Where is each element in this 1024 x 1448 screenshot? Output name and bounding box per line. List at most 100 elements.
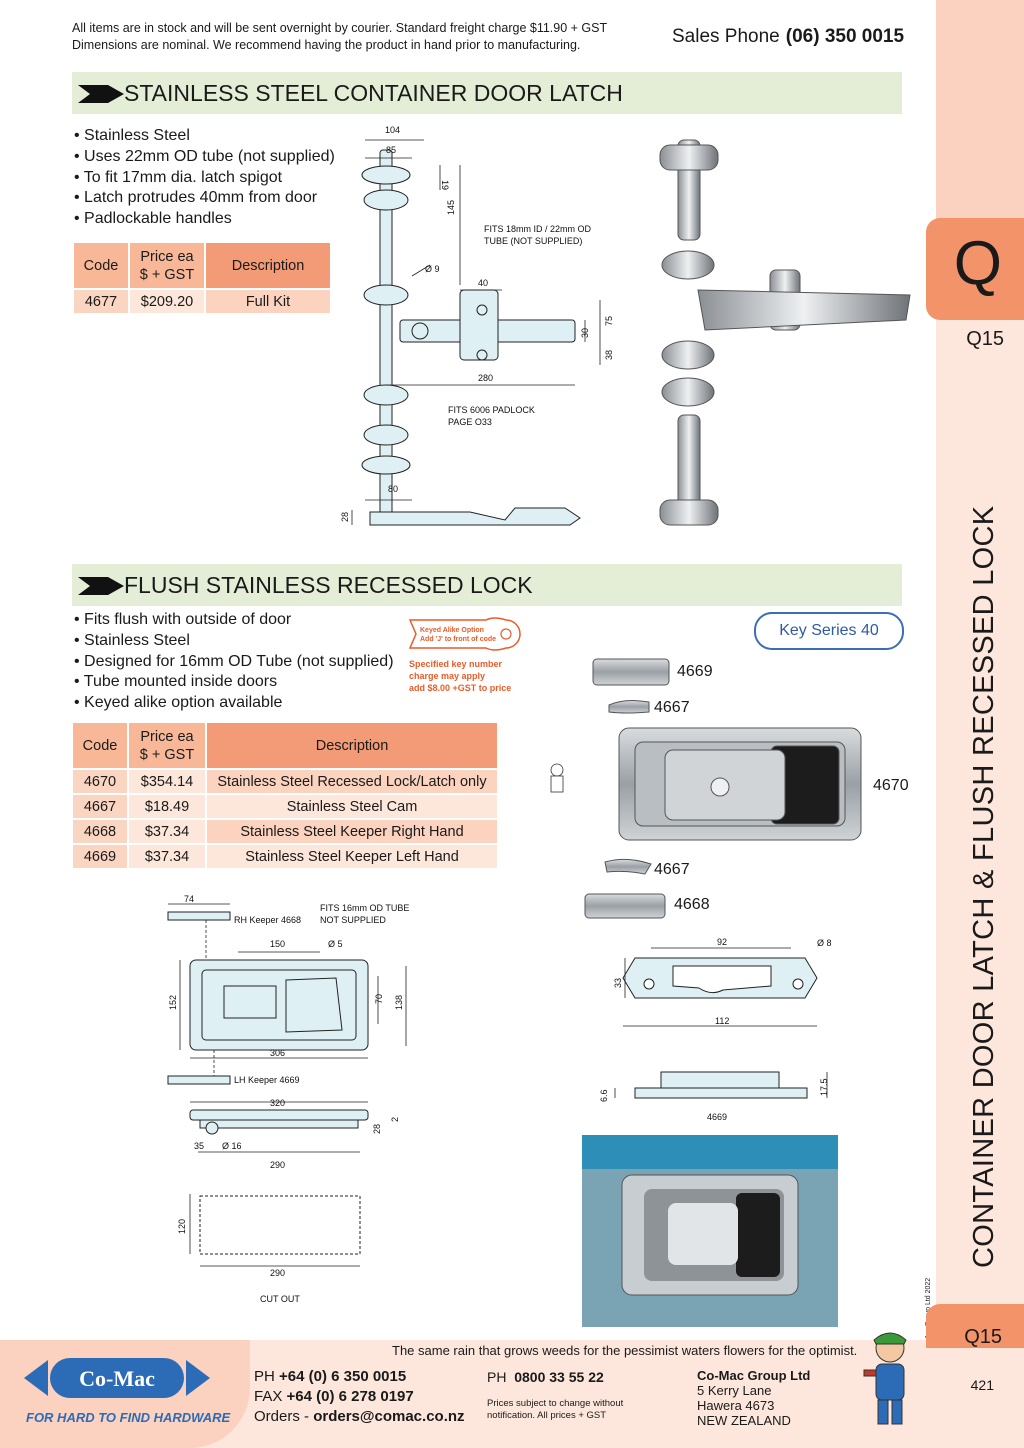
dim-138: 138 <box>394 995 404 1010</box>
dim-70: 70 <box>374 994 384 1004</box>
key-series-badge: Key Series 40 <box>754 612 904 650</box>
section-letter: Q <box>953 229 1002 298</box>
dim-6-6: 6.6 <box>599 1089 609 1102</box>
cell-description: Full Kit <box>205 289 332 315</box>
dim-33: 33 <box>613 978 623 988</box>
vertical-page-title: CONTAINER DOOR LATCH & FLUSH RECESSED LO… <box>968 505 1000 1268</box>
feature-item: • Uses 22mm OD tube (not supplied) <box>74 147 335 165</box>
dim-28: 28 <box>340 512 350 522</box>
cutout-label: CUT OUT <box>260 1294 300 1304</box>
part-label: 4667 <box>654 699 690 716</box>
col-code: Code <box>73 723 129 770</box>
mascot-icon <box>863 1332 907 1425</box>
col-code: Code <box>74 243 130 290</box>
table-row: 4669 $37.34 Stainless Steel Keeper Left … <box>73 844 499 870</box>
arrow-icon <box>78 85 124 103</box>
latch-technical-drawing: 104 85 19 145 FITS 18mm ID / 22mm OD TUB… <box>340 125 614 526</box>
feature-item: • Designed for 16mm OD Tube (not supplie… <box>74 652 394 670</box>
lh-keeper-label: LH Keeper 4669 <box>234 1075 300 1085</box>
keyed-alike-note: Specified key number charge may apply ad… <box>409 659 512 693</box>
dim-8: Ø 8 <box>817 938 832 948</box>
page-number: 421 <box>970 1377 994 1393</box>
notice-line-2: Dimensions are nominal. We recommend hav… <box>72 38 581 52</box>
feature-item: • Keyed alike option available <box>74 694 283 712</box>
keeper-technical-drawing: 92 Ø 8 33 112 6.6 17.5 4669 <box>599 937 832 1122</box>
side-tab-lower <box>936 318 1024 1340</box>
dim-120: 120 <box>177 1219 187 1234</box>
col-description: Description <box>206 723 499 770</box>
table-row: 4670 $354.14 Stainless Steel Recessed Lo… <box>73 769 499 795</box>
prices-note: Prices subject to change without notific… <box>487 1398 624 1421</box>
col-description: Description <box>205 243 332 290</box>
rh-keeper-label: RH Keeper 4668 <box>234 915 301 925</box>
dim-2: 2 <box>390 1117 400 1122</box>
lock-parts-photo <box>550 658 862 919</box>
feature-item: • Padlockable handles <box>74 210 232 228</box>
keeper-label: 4669 <box>707 1112 727 1122</box>
fax-number: +64 (0) 6 278 0197 <box>286 1388 414 1405</box>
dim-290-b: 290 <box>270 1268 285 1278</box>
comac-logo: Co-Mac <box>24 1358 210 1398</box>
note-padlock-2: PAGE O33 <box>448 417 492 427</box>
dim-112: 112 <box>715 1016 729 1026</box>
sales-number: (06) 350 0015 <box>785 26 905 47</box>
feature-item: • Fits flush with outside of door <box>74 611 292 628</box>
dim-104: 104 <box>385 125 400 135</box>
latch-price-table: Code Price ea$ + GST Description 4677 $2… <box>74 243 332 315</box>
table-row: 4667 $18.49 Stainless Steel Cam <box>73 794 499 820</box>
tube-note-1: FITS 16mm OD TUBE <box>320 903 409 913</box>
dim-85: 85 <box>386 145 396 155</box>
freight-notice: All items are in stock and will be sent … <box>72 20 662 54</box>
section-header-latch: STAINLESS STEEL CONTAINER DOOR LATCH <box>72 72 902 114</box>
lock-technical-drawing: 74 RH Keeper 4668 FITS 16mm OD TUBE NOT … <box>167 894 409 1304</box>
table-row: 4677 $209.20 Full Kit <box>74 289 332 315</box>
company-address: Co-Mac Group Ltd 5 Kerry Lane Hawera 467… <box>697 1368 811 1428</box>
keyed-alike-tag: Keyed Alike Option Add 'J' to front of c… <box>420 627 497 643</box>
tube-note-2: NOT SUPPLIED <box>320 915 386 925</box>
dim-145: 145 <box>446 200 456 215</box>
dim-74: 74 <box>184 894 194 904</box>
latch-features: • Stainless Steel • Uses 22mm OD tube (n… <box>74 126 335 230</box>
sales-label: Sales Phone <box>672 26 780 47</box>
dim-28: 28 <box>372 1124 382 1134</box>
key-tag-icon <box>408 617 521 651</box>
sales-phone: Sales Phone(06) 350 0015 <box>672 26 904 48</box>
contact-block: PH +64 (0) 6 350 0015 FAX +64 (0) 6 278 … <box>254 1368 465 1425</box>
part-label: 4670 <box>873 777 909 794</box>
section-title: STAINLESS STEEL CONTAINER DOOR LATCH <box>124 80 623 106</box>
dim-38: 38 <box>604 350 614 360</box>
lock-price-table: Code Price ea$ + GST Description 4670 $3… <box>73 723 499 870</box>
bottom-code: Q15 <box>964 1326 1002 1348</box>
part-label: 4669 <box>677 663 713 680</box>
dim-16: Ø 16 <box>222 1141 242 1151</box>
dim-75: 75 <box>604 316 614 326</box>
section-title: FLUSH STAINLESS RECESSED LOCK <box>124 572 533 598</box>
col-price: Price ea$ + GST <box>128 723 207 770</box>
dim-30: 30 <box>580 328 590 338</box>
installed-lock-photo <box>582 1135 838 1327</box>
feature-item: • Tube mounted inside doors <box>74 673 278 691</box>
dim-280: 280 <box>478 373 493 383</box>
feature-item: • Stainless Steel <box>74 631 190 649</box>
bottom-code-box <box>926 1304 1024 1348</box>
lock-features: • Fits flush with outside of door • Stai… <box>74 610 394 714</box>
feature-item: • To fit 17mm dia. latch spigot <box>74 168 283 186</box>
dim-40: 40 <box>478 278 488 288</box>
dim-150: 150 <box>270 939 285 949</box>
note-tube-1: FITS 18mm ID / 22mm OD <box>484 224 592 234</box>
arrow-icon <box>78 577 124 595</box>
notice-line-1: All items are in stock and will be sent … <box>72 21 608 35</box>
phone-number: +64 (0) 6 350 0015 <box>279 1368 407 1385</box>
feature-item: • Latch protrudes 40mm from door <box>74 189 318 207</box>
dim-17-5: 17.5 <box>819 1078 829 1096</box>
cell-price: $209.20 <box>129 289 206 315</box>
dim-5: Ø 5 <box>328 939 343 949</box>
part-label: 4667 <box>654 861 690 878</box>
dim-320: 320 <box>270 1098 285 1108</box>
dim-35: 35 <box>194 1141 204 1151</box>
section-header-lock: FLUSH STAINLESS RECESSED LOCK <box>72 564 902 606</box>
dim-306: 306 <box>270 1048 285 1058</box>
dim-152: 152 <box>168 995 178 1010</box>
dim-80: 80 <box>388 484 398 494</box>
part-label: 4668 <box>674 896 710 913</box>
